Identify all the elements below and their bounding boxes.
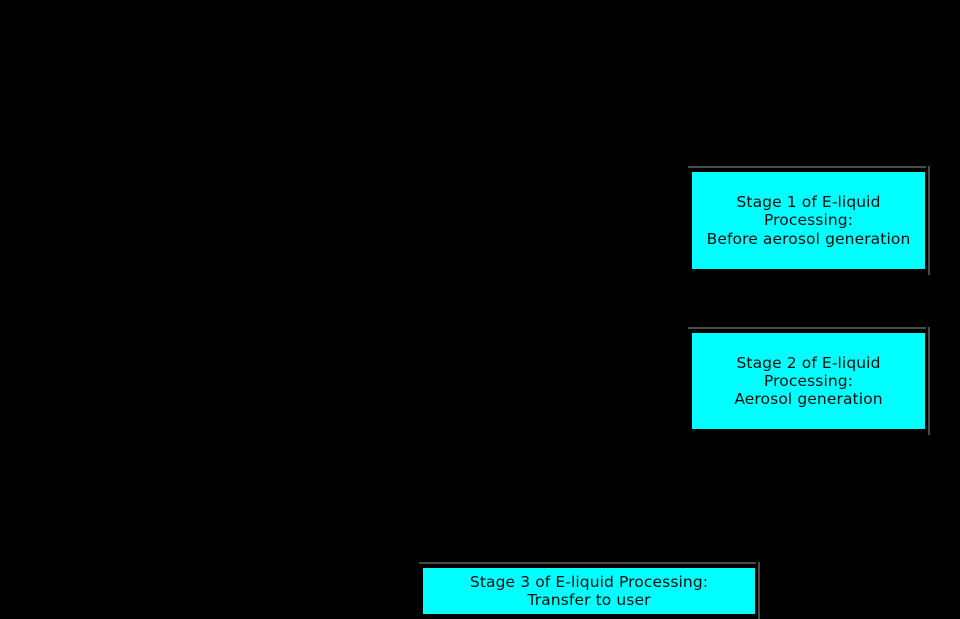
node-stage-1-line-3: Before aerosol generation: [706, 229, 911, 248]
node-stage-2-line-1: Stage 2 of E-liquid: [736, 353, 881, 372]
node-stage-1-line-2: Processing:: [763, 211, 854, 230]
node-stage-3-line-2: Transfer to user: [527, 591, 651, 609]
node-stage-3[interactable]: Stage 3 of E-liquid Processing: Transfer…: [419, 562, 760, 619]
node-stage-2-line-3: Aerosol generation: [734, 390, 883, 409]
node-stage-3-line-1: Stage 3 of E-liquid Processing:: [469, 572, 709, 591]
node-stage-1[interactable]: Stage 1 of E-liquid Processing: Before a…: [688, 166, 930, 275]
node-stage-2-line-2: Processing:: [763, 371, 854, 390]
node-stage-1-line-1: Stage 1 of E-liquid: [736, 193, 881, 212]
node-stage-2[interactable]: Stage 2 of E-liquid Processing: Aerosol …: [688, 327, 930, 435]
